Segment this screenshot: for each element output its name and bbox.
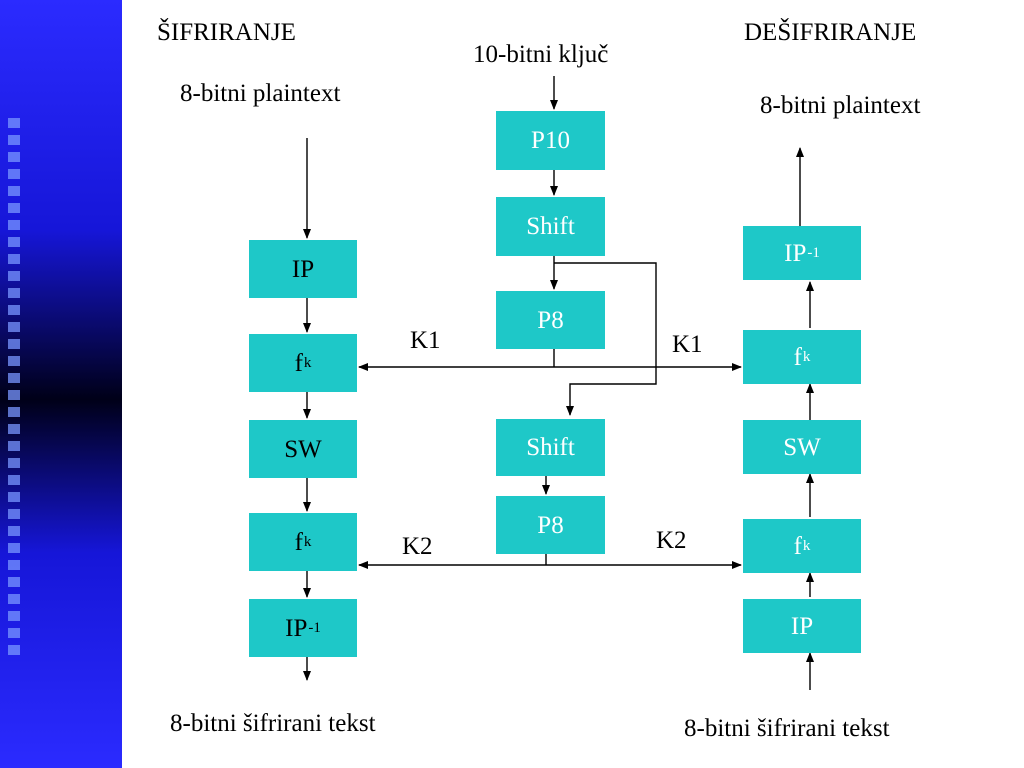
encryption-output-label: 8-bitni šifrirani tekst bbox=[170, 710, 376, 737]
decryption-input-label: 8-bitni šifrirani tekst bbox=[684, 715, 890, 742]
p8b-box: P8 bbox=[496, 496, 605, 554]
p8b-label: P8 bbox=[537, 511, 564, 539]
dec-sw-label: SW bbox=[783, 433, 821, 461]
key-label: 10-bitni ključ bbox=[473, 41, 609, 68]
shift1-box: Shift bbox=[496, 197, 605, 256]
dec-fk1-label: f bbox=[793, 343, 802, 371]
dec-fk2-subscript: k bbox=[802, 537, 811, 554]
enc-fk2-label: f bbox=[294, 528, 303, 556]
shift2-box: Shift bbox=[496, 419, 605, 476]
dec-sw-box: SW bbox=[743, 420, 861, 474]
dec-ipinv-label: IP bbox=[784, 239, 807, 267]
enc-fk1-subscript: k bbox=[303, 354, 312, 371]
shift2-label: Shift bbox=[526, 434, 575, 461]
decryption-heading: DEŠIFRIRANJE bbox=[744, 19, 917, 46]
k2-right-label: K2 bbox=[656, 527, 687, 554]
k2-left-label: K2 bbox=[402, 533, 433, 560]
p8a-label: P8 bbox=[537, 306, 564, 334]
enc-fk2-subscript: k bbox=[303, 533, 312, 550]
sidebar-squares bbox=[8, 118, 28, 655]
p8a-box: P8 bbox=[496, 291, 605, 349]
enc-ipinv-box: IP-1 bbox=[249, 599, 357, 657]
enc-ipinv-label: IP bbox=[285, 614, 308, 642]
dec-ip-box: IP bbox=[743, 599, 861, 653]
k1-right-label: K1 bbox=[672, 331, 703, 358]
enc-ip-label: IP bbox=[291, 255, 315, 283]
dec-ipinv-box: IP-1 bbox=[743, 226, 861, 280]
encryption-input-label: 8-bitni plaintext bbox=[180, 80, 341, 107]
p10-box: P10 bbox=[496, 111, 605, 170]
enc-fk1-label: f bbox=[294, 349, 303, 377]
dec-ipinv-superscript: -1 bbox=[807, 244, 820, 261]
encryption-heading: ŠIFRIRANJE bbox=[157, 19, 296, 46]
k1-left-label: K1 bbox=[410, 327, 441, 354]
dec-fk2-label: f bbox=[793, 532, 802, 560]
sidebar-decoration bbox=[0, 0, 122, 768]
dec-ip-label: IP bbox=[790, 612, 814, 640]
dec-fk1-subscript: k bbox=[802, 348, 811, 365]
enc-sw-box: SW bbox=[249, 420, 357, 478]
enc-sw-label: SW bbox=[284, 435, 322, 463]
shift1-label: Shift bbox=[526, 213, 575, 240]
key-route-shift-to-shift2 bbox=[554, 262, 657, 416]
enc-ipinv-superscript: -1 bbox=[308, 619, 321, 636]
decryption-output-label: 8-bitni plaintext bbox=[760, 92, 921, 119]
p10-label: P10 bbox=[531, 127, 570, 154]
enc-ip-box: IP bbox=[249, 240, 357, 298]
